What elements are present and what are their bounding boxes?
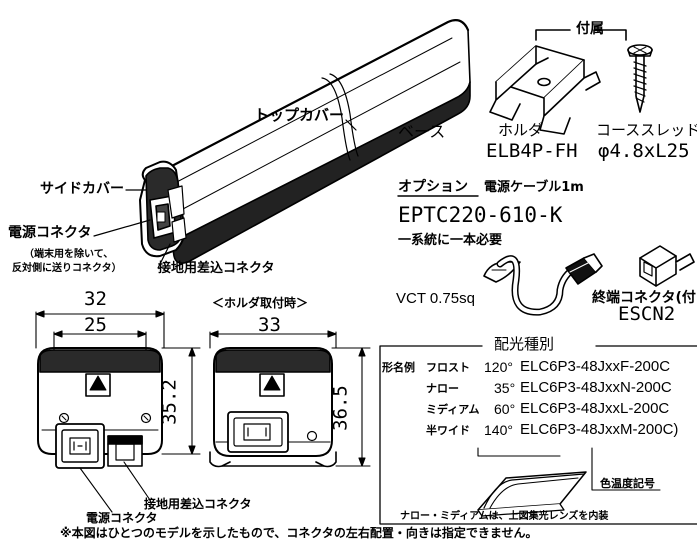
screw-illustration bbox=[627, 44, 653, 113]
row-model-narrow: ELC6P3-48JxxN-200C bbox=[520, 379, 672, 396]
row-name-medium: ミディアム bbox=[426, 403, 480, 416]
model-example-label: 形名例 bbox=[382, 361, 415, 374]
row-name-semi-wide: 半ワイド bbox=[426, 424, 470, 437]
label-cable-type: VCT 0.75sq bbox=[396, 290, 475, 307]
front-view-right bbox=[209, 347, 337, 468]
dim-width-inner: 25 bbox=[84, 314, 107, 336]
distribution-footer: ナロー・ミディアムは、上図集光レンズを内装 bbox=[400, 511, 609, 522]
label-option-note: 一系統に一本必要 bbox=[398, 233, 503, 248]
label-power-connector-note2: 反対側に送りコネクタ） bbox=[12, 263, 122, 274]
label-power-connector-bottom: 電源コネクタ bbox=[86, 511, 158, 525]
lens-illustration bbox=[477, 471, 587, 517]
footnote: ※本図はひとつのモデルを示したもので、コネクタの左右配置・向きは指定できません。 bbox=[60, 526, 538, 540]
label-end-connector: 終端コネクタ(付 bbox=[592, 290, 696, 306]
row-angle-semi-wide: 140° bbox=[484, 422, 513, 438]
power-cable-illustration bbox=[483, 253, 603, 316]
row-angle-narrow: 35° bbox=[494, 380, 516, 396]
row-model-semi-wide: ELC6P3-48JxxM-200C) bbox=[520, 421, 679, 438]
front-view-left bbox=[37, 347, 163, 469]
holder-part-number: ELB4P-FH bbox=[486, 140, 578, 162]
end-connector-illustration bbox=[639, 245, 695, 287]
row-name-frost: フロスト bbox=[426, 361, 470, 374]
label-power-cable: 電源ケーブル1m bbox=[484, 180, 584, 195]
leader-ground-connector bbox=[157, 243, 171, 269]
label-ground-connector-bottom: 接地用差込コネクタ bbox=[144, 497, 252, 511]
row-model-frost: ELC6P3-48JxxF-200C bbox=[520, 358, 671, 375]
label-power-connector-note1: （端末用を除いて、 bbox=[24, 249, 114, 260]
label-holder: ホルダ bbox=[498, 121, 544, 139]
dim-width-outer: 32 bbox=[84, 288, 107, 310]
color-temp-label: 色温度記号 bbox=[600, 477, 655, 490]
label-ground-connector: 接地用差込コネクタ bbox=[158, 261, 275, 276]
leader-ground-bottom bbox=[123, 461, 151, 501]
distribution-title: 配光種別 bbox=[494, 335, 555, 353]
accessories-bracket bbox=[535, 29, 627, 41]
distribution-table-frame bbox=[379, 345, 697, 525]
option-part-number: EPTC220-610-K bbox=[398, 203, 563, 227]
row-name-narrow: ナロー bbox=[426, 382, 459, 395]
luminaire-body bbox=[139, 19, 471, 264]
label-option: オプション bbox=[398, 179, 468, 195]
leader-top-cover bbox=[345, 119, 357, 131]
label-base: ベース bbox=[398, 122, 446, 141]
dimension-lines-left bbox=[35, 310, 201, 455]
label-top-cover: トップカバー bbox=[254, 106, 345, 124]
row-angle-medium: 60° bbox=[494, 401, 516, 417]
dim-height-right: 36.5 bbox=[329, 385, 352, 431]
row-model-medium: ELC6P3-48JxxL-200C bbox=[520, 400, 670, 417]
screw-spec: φ4.8xL25 bbox=[598, 140, 690, 162]
holder-illustration bbox=[489, 45, 601, 135]
label-holder-mounted: ＜ホルダ取付時＞ bbox=[212, 296, 309, 310]
label-power-connector: 電源コネクタ bbox=[8, 225, 92, 241]
dim-height-left: 35.2 bbox=[158, 379, 181, 425]
dim-width-holder: 33 bbox=[258, 314, 281, 336]
leader-power-bottom bbox=[79, 467, 113, 513]
row-angle-frost: 120° bbox=[484, 359, 513, 375]
dimension-lines-right bbox=[209, 330, 371, 467]
label-accessories: 付属 bbox=[576, 21, 604, 37]
label-side-cover: サイドカバー bbox=[40, 181, 124, 197]
end-connector-part: ESCN2 bbox=[618, 303, 676, 325]
label-screw: コーススレッド bbox=[596, 121, 697, 139]
leader-power-connector bbox=[93, 219, 151, 237]
